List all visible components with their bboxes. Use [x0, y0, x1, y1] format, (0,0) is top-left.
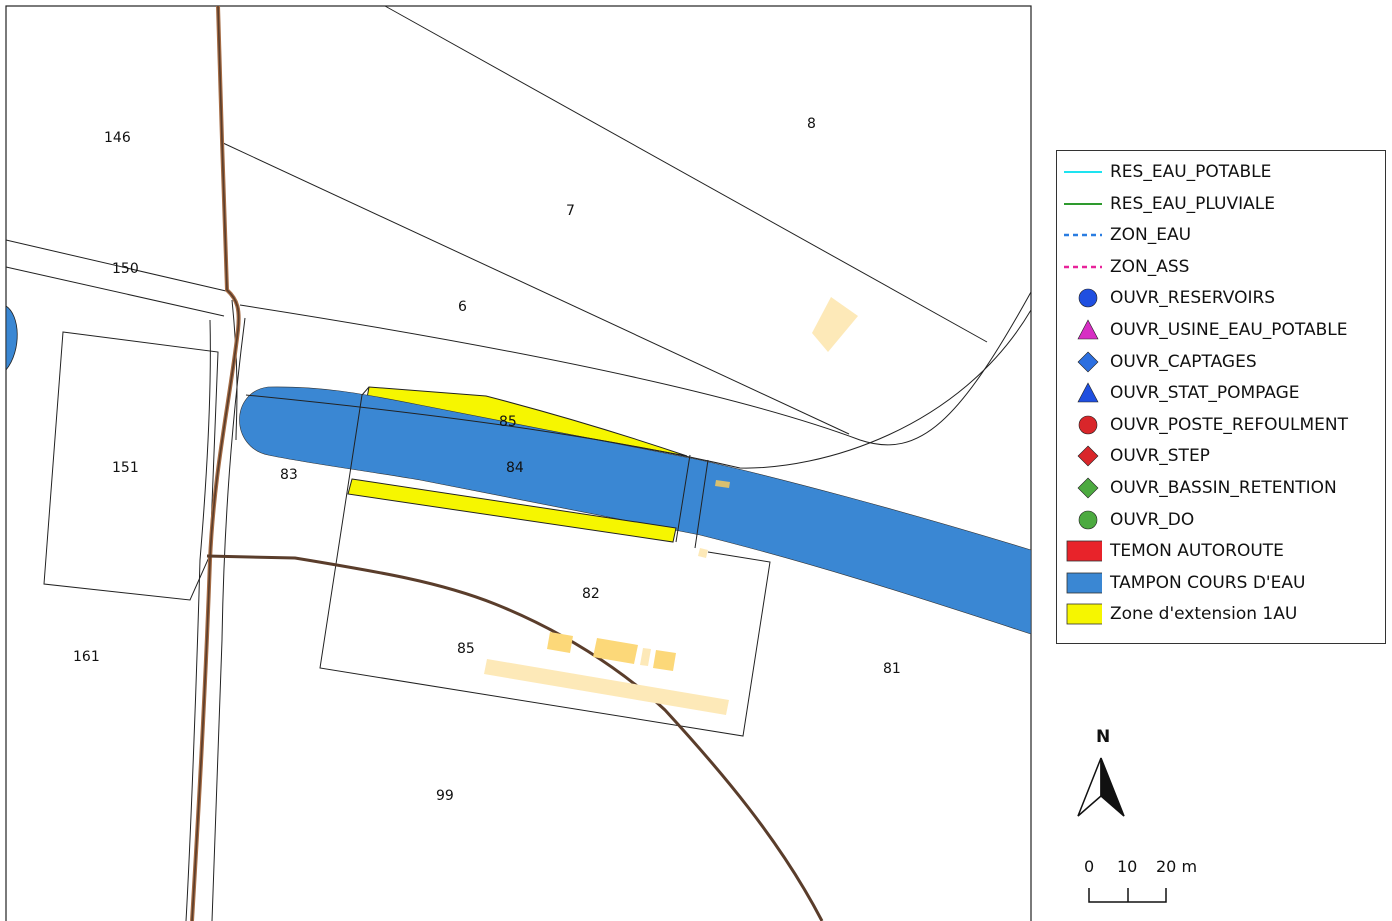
legend-item: OUVR_DO [1057, 505, 1385, 535]
parcel-label-85-north: 85 [499, 414, 517, 430]
legend-symbol-rect [1066, 540, 1102, 562]
legend-symbol-line [1064, 202, 1102, 205]
legend-symbol-triangle [1077, 382, 1099, 403]
parcel-label-161: 161 [73, 649, 100, 665]
scale-tick-20: 20 m [1156, 857, 1198, 876]
parcel-label-151: 151 [112, 460, 139, 476]
legend-item: TAMPON COURS D'EAU [1057, 568, 1385, 598]
parcel-label-81: 81 [883, 661, 901, 677]
path-road [190, 5, 824, 921]
legend-item: Zone d'extension 1AU [1057, 599, 1385, 629]
legend-item: OUVR_CAPTAGES [1057, 347, 1385, 377]
parcel-label-146: 146 [104, 130, 131, 146]
zone-1au-south [347, 478, 677, 543]
legend-symbol-diamond [1077, 445, 1099, 467]
legend-symbol-diamond [1077, 477, 1099, 499]
parcel-label-84: 84 [506, 460, 524, 476]
legend-symbol-dashed-line [1064, 233, 1102, 237]
legend-label: OUVR_DO [1110, 509, 1195, 530]
parcel-label-85-south: 85 [457, 641, 475, 657]
legend-symbol-triangle [1077, 319, 1099, 340]
legend-symbol-rect [1066, 572, 1102, 594]
legend-label: OUVR_USINE_EAU_POTABLE [1110, 320, 1348, 340]
parcel-label-83: 83 [280, 467, 298, 483]
stream-buffer-main [239, 386, 1032, 635]
map-legend: RES_EAU_POTABLE RES_EAU_PLUVIALE ZON_EAU ZO… [1056, 150, 1386, 644]
legend-item: OUVR_POSTE_REFOULMENT [1057, 410, 1385, 440]
legend-item: OUVR_STAT_POMPAGE [1057, 378, 1385, 408]
legend-symbol-circle [1078, 510, 1098, 529]
legend-label: ZON_EAU [1110, 225, 1192, 246]
legend-item: TEMON AUTOROUTE [1057, 536, 1385, 566]
legend-label: OUVR_STAT_POMPAGE [1110, 383, 1300, 404]
parcel-label-82: 82 [582, 586, 600, 602]
legend-label: TAMPON COURS D'EAU [1110, 572, 1306, 593]
parcel-label-99: 99 [436, 788, 454, 804]
parcel-boundaries [5, 5, 1032, 921]
parcel-label-6: 6 [458, 299, 467, 315]
legend-symbol-circle [1078, 415, 1098, 435]
legend-label: OUVR_RESERVOIRS [1110, 288, 1276, 309]
legend-item: OUVR_STEP [1057, 441, 1385, 471]
legend-symbol-rect [1066, 603, 1102, 625]
legend-item: ZON_ASS [1057, 252, 1385, 282]
scale-bar: 0 10 20 m [1076, 852, 1216, 912]
legend-symbol-diamond [1077, 351, 1099, 373]
legend-symbol-line [1064, 171, 1102, 173]
buildings [484, 297, 858, 715]
north-label: N [1096, 727, 1110, 747]
scale-bar-line [1088, 888, 1167, 903]
parcel-label-150: 150 [112, 261, 139, 277]
north-arrow-left-half [1077, 757, 1102, 817]
legend-symbol-dashed-line [1064, 265, 1102, 269]
legend-label: OUVR_CAPTAGES [1110, 351, 1257, 372]
scale-tick-0: 0 [1084, 857, 1095, 876]
legend-item: OUVR_RESERVOIRS [1057, 283, 1385, 313]
legend-label: OUVR_POSTE_REFOULMENT [1110, 414, 1348, 435]
stream-buffer-left [5, 305, 18, 372]
parcel-label-8: 8 [807, 116, 816, 132]
legend-label: OUVR_BASSIN_RETENTION [1110, 478, 1337, 498]
zone-1au-north [366, 386, 688, 457]
parcel-label-7: 7 [566, 203, 575, 219]
legend-label: RES_EAU_POTABLE [1110, 162, 1272, 182]
legend-symbol-circle [1078, 289, 1098, 308]
legend-label: OUVR_STEP [1110, 446, 1210, 467]
legend-label: Zone d'extension 1AU [1110, 604, 1298, 625]
legend-label: TEMON AUTOROUTE [1110, 541, 1284, 562]
legend-item: OUVR_USINE_EAU_POTABLE [1057, 315, 1385, 345]
legend-item: ZON_EAU [1057, 220, 1385, 250]
legend-label: ZON_ASS [1110, 256, 1190, 277]
legend-item: RES_EAU_POTABLE [1057, 157, 1385, 187]
legend-item: RES_EAU_PLUVIALE [1057, 189, 1385, 219]
north-arrow: N [1077, 727, 1125, 817]
legend-item: OUVR_BASSIN_RETENTION [1057, 473, 1385, 503]
legend-label: RES_EAU_PLUVIALE [1110, 193, 1275, 214]
scale-tick-10: 10 [1117, 857, 1138, 876]
north-arrow-right-half [1100, 757, 1125, 817]
